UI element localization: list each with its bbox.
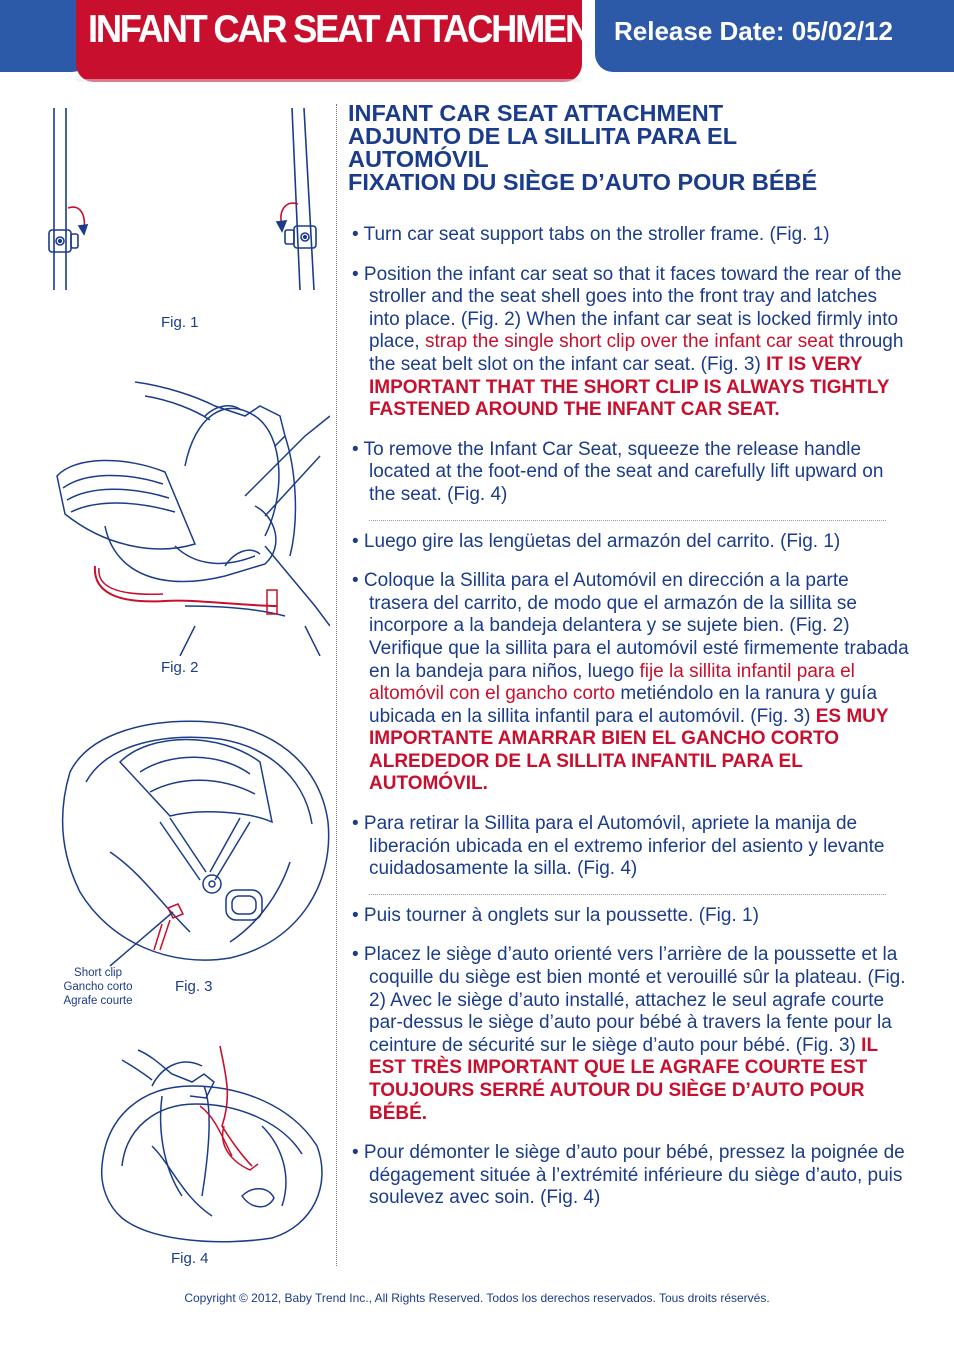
copyright-footer: Copyright © 2012, Baby Trend Inc., All R… <box>184 1291 770 1305</box>
figure-4-label: Fig. 4 <box>171 1250 209 1267</box>
figure-1-illustration <box>40 104 330 294</box>
header-left-band <box>0 0 90 72</box>
french-step-3: • Pour démonter le siège d’auto pour béb… <box>352 1142 905 1209</box>
title-banner <box>76 0 582 82</box>
section-heading: INFANT CAR SEAT ATTACHMENT ADJUNTO DE LA… <box>348 100 948 195</box>
instructions-column: • Turn car seat support tabs on the stro… <box>352 224 912 1227</box>
figure-1-label: Fig. 1 <box>161 314 199 331</box>
figure-3-illustration <box>50 712 335 972</box>
french-warning: IL EST TRÈS IMPORTANT QUE LE AGRAFE COUR… <box>369 1034 878 1124</box>
english-step-3: • To remove the Infant Car Seat, squeeze… <box>352 438 884 505</box>
french-step-1: • Puis tourner à onglets sur la poussett… <box>352 904 759 926</box>
page-title: INFANT CAR SEAT ATTACHMENT <box>88 8 611 51</box>
figure-4-illustration <box>92 1046 332 1246</box>
section-separator <box>369 519 886 521</box>
column-divider <box>336 104 337 1266</box>
section-separator <box>369 893 886 895</box>
heading-spanish: ADJUNTO DE LA SILLITA PARA EL <box>348 123 738 149</box>
heading-french: FIXATION DU SIÈGE D’AUTO POUR BÉBÉ <box>348 169 818 195</box>
spanish-step-2: • Coloque la Sillita para el Automóvil e… <box>352 570 909 795</box>
heading-english: INFANT CAR SEAT ATTACHMENT <box>348 100 724 126</box>
english-warning: IT IS VERY IMPORTANT THAT THE SHORT CLIP… <box>369 353 890 421</box>
english-step-2: • Position the infant car seat so that i… <box>352 263 904 421</box>
short-clip-label: Short clip Gancho corto Agrafe courte <box>63 967 133 1007</box>
heading-spanish-cont: AUTOMÓVIL <box>348 146 489 172</box>
figure-2-illustration <box>45 376 330 656</box>
spanish-step-3: • Para retirar la Sillita para el Automó… <box>352 813 885 880</box>
release-date: Release Date: 05/02/12 <box>614 16 893 46</box>
release-banner <box>595 0 954 72</box>
spanish-warning: ES MUY IMPORTANTE AMARRAR BIEN EL GANCHO… <box>369 705 889 795</box>
spanish-step-1: • Luego gire las lengüetas del armazón d… <box>352 530 841 552</box>
english-step-1: • Turn car seat support tabs on the stro… <box>352 224 830 245</box>
figure-2-label: Fig. 2 <box>161 659 199 676</box>
figure-3-label: Fig. 3 <box>175 978 213 995</box>
french-step-2: • Placez le siège d’auto orienté vers l’… <box>352 944 906 1124</box>
